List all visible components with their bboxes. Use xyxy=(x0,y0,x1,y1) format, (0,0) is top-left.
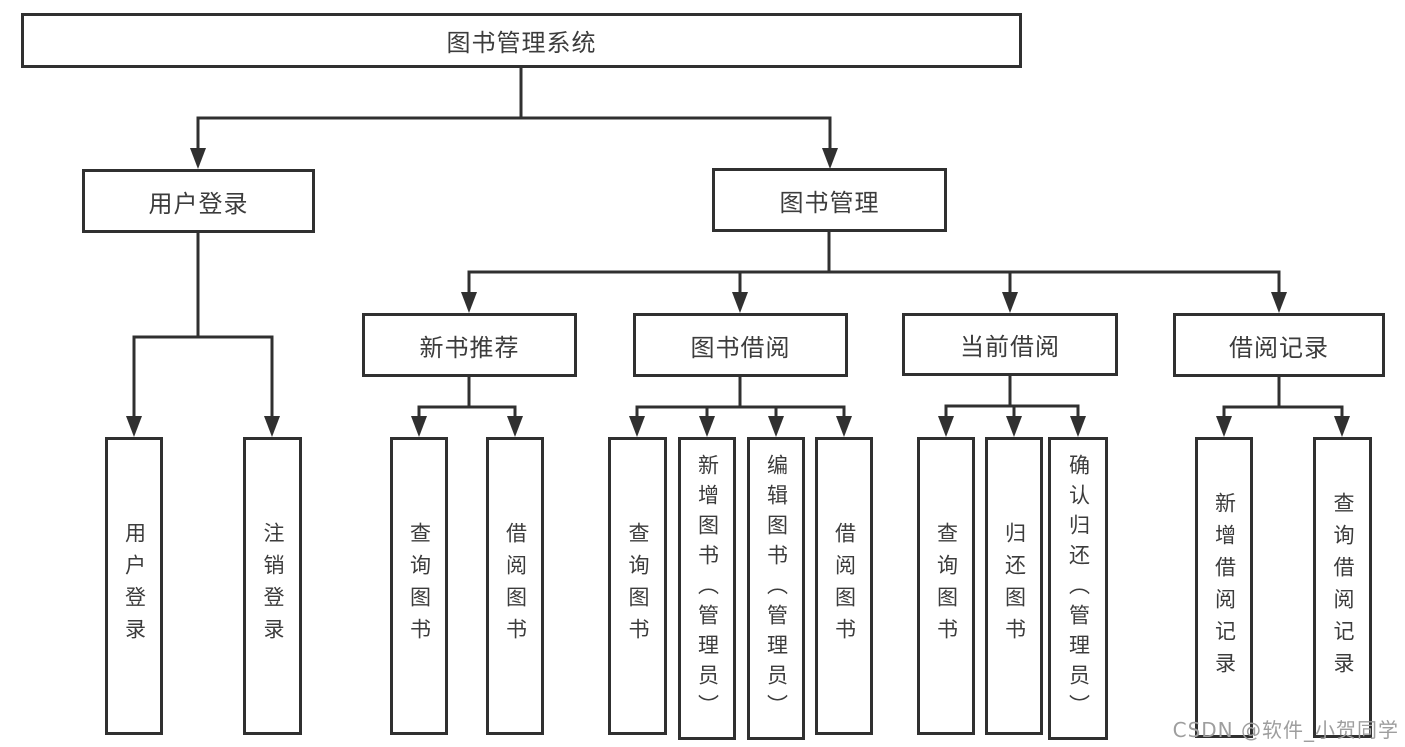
leaf-label: 查询图书 xyxy=(934,522,959,650)
leaf-label: 编辑图书（管理员） xyxy=(764,453,789,724)
leaf-borrow-books-borrowing: 借阅图书 xyxy=(815,437,873,735)
node-user-login: 用户登录 xyxy=(82,169,315,233)
node-current-borrowing: 当前借阅 xyxy=(902,313,1118,376)
csdn-watermark: CSDN @软件_小贺同学 xyxy=(1172,718,1399,742)
leaf-label: 查询借阅记录 xyxy=(1331,491,1355,684)
leaf-query-books-current: 查询图书 xyxy=(917,437,975,735)
leaf-label: 注销登录 xyxy=(261,522,285,650)
leaf-borrow-books-recommend: 借阅图书 xyxy=(486,437,544,735)
leaf-add-borrow-record: 新增借阅记录 xyxy=(1195,437,1253,738)
leaf-edit-books-admin: 编辑图书（管理员） xyxy=(747,437,805,740)
leaf-confirm-return-admin: 确认归还（管理员） xyxy=(1048,437,1108,740)
leaf-label: 归还图书 xyxy=(1002,522,1027,650)
leaf-label: 用户登录 xyxy=(122,522,147,650)
leaf-label: 查询图书 xyxy=(626,522,650,650)
node-new-book-recommend: 新书推荐 xyxy=(362,313,577,377)
leaf-add-books-admin: 新增图书（管理员） xyxy=(678,437,736,740)
node-book-borrowing: 图书借阅 xyxy=(633,313,848,377)
node-book-management: 图书管理 xyxy=(712,168,947,232)
leaf-query-borrow-record: 查询借阅记录 xyxy=(1313,437,1372,738)
leaf-label: 新增图书（管理员） xyxy=(695,453,720,724)
arrowheads xyxy=(126,148,1350,437)
leaf-label: 新增借阅记录 xyxy=(1212,491,1237,684)
node-library-management-system: 图书管理系统 xyxy=(21,13,1022,68)
leaf-logout-login: 注销登录 xyxy=(243,437,302,735)
leaf-label: 借阅图书 xyxy=(503,522,528,650)
leaf-label: 查询图书 xyxy=(407,522,432,650)
leaf-label: 借阅图书 xyxy=(832,522,857,650)
leaf-user-login: 用户登录 xyxy=(105,437,163,735)
node-borrowing-records: 借阅记录 xyxy=(1173,313,1385,377)
leaf-return-books: 归还图书 xyxy=(985,437,1043,735)
leaf-query-books-borrowing: 查询图书 xyxy=(608,437,667,735)
leaf-label: 确认归还（管理员） xyxy=(1066,453,1091,724)
leaf-query-books-recommend: 查询图书 xyxy=(390,437,448,735)
